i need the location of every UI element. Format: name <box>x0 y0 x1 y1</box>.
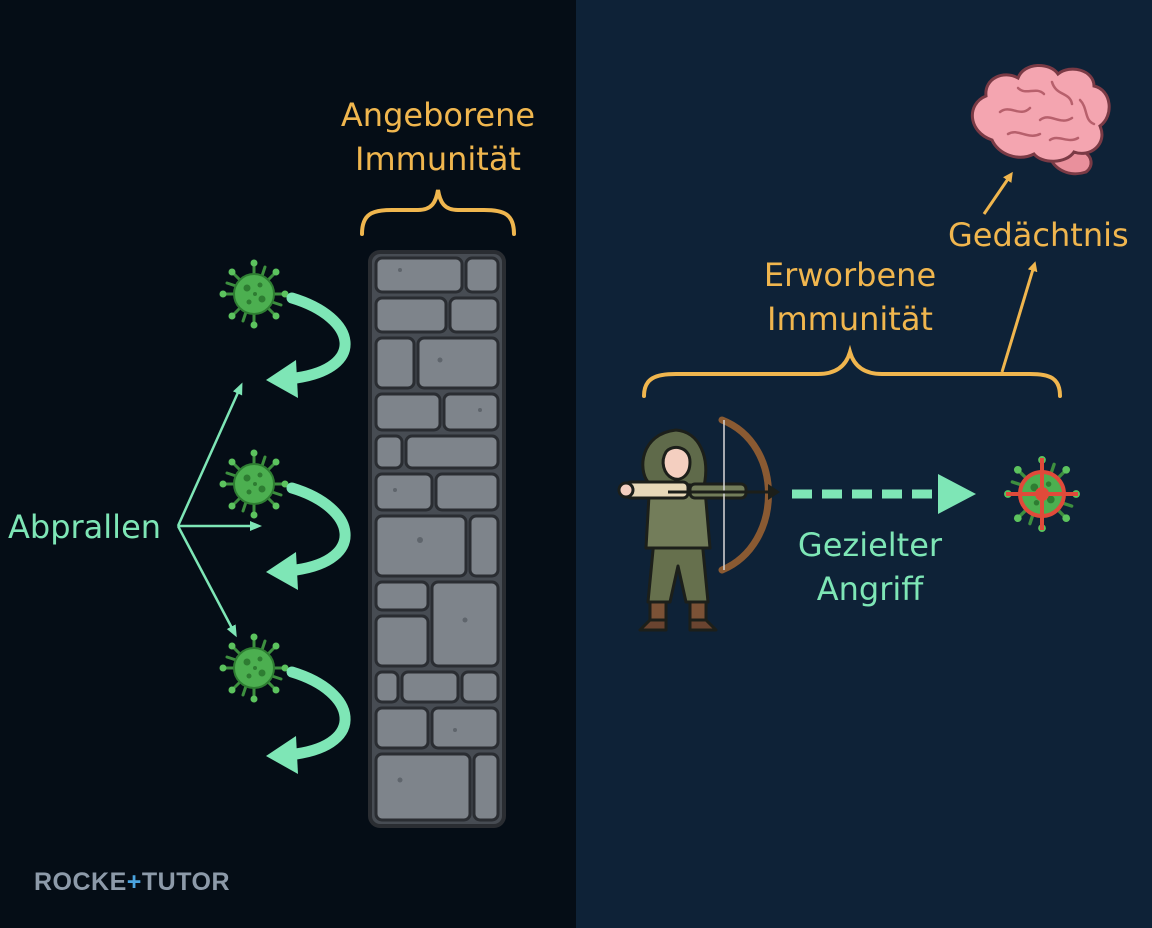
stone-wall-icon <box>368 250 506 828</box>
bounce-arrow <box>266 666 351 774</box>
virus-icon <box>218 632 290 704</box>
innate-label-line2: Immunität <box>355 140 521 178</box>
brand-logo: ROCKE+TUTOR <box>34 868 231 896</box>
bow-icon <box>668 416 780 574</box>
attack-arrow <box>792 474 976 514</box>
bounce-arrow <box>266 482 351 590</box>
memory-label: Gedächtnis <box>948 216 1129 254</box>
brain-icon <box>970 64 1111 176</box>
bounce-label: Abprallen <box>8 508 161 546</box>
acquired-label-line2: Immunität <box>767 300 933 338</box>
crosshair-icon <box>1006 458 1078 530</box>
memory-to-brain-arrow <box>982 171 1013 215</box>
acquired-label-line1: Erworbene <box>764 256 936 294</box>
acquired-brace <box>642 344 1062 398</box>
virus-icon <box>218 448 290 520</box>
bounce-pointer-arrows <box>176 382 262 638</box>
attack-label-line1: Gezielter <box>798 526 943 564</box>
attack-label-line2: Angriff <box>817 570 925 608</box>
virus-icon <box>218 258 290 330</box>
innate-brace <box>360 189 516 236</box>
archer-icon <box>617 428 748 632</box>
bounce-arrow <box>266 292 351 398</box>
acquired-to-memory-arrow <box>1000 261 1038 373</box>
innate-label-line1: Angeborene <box>341 96 535 134</box>
